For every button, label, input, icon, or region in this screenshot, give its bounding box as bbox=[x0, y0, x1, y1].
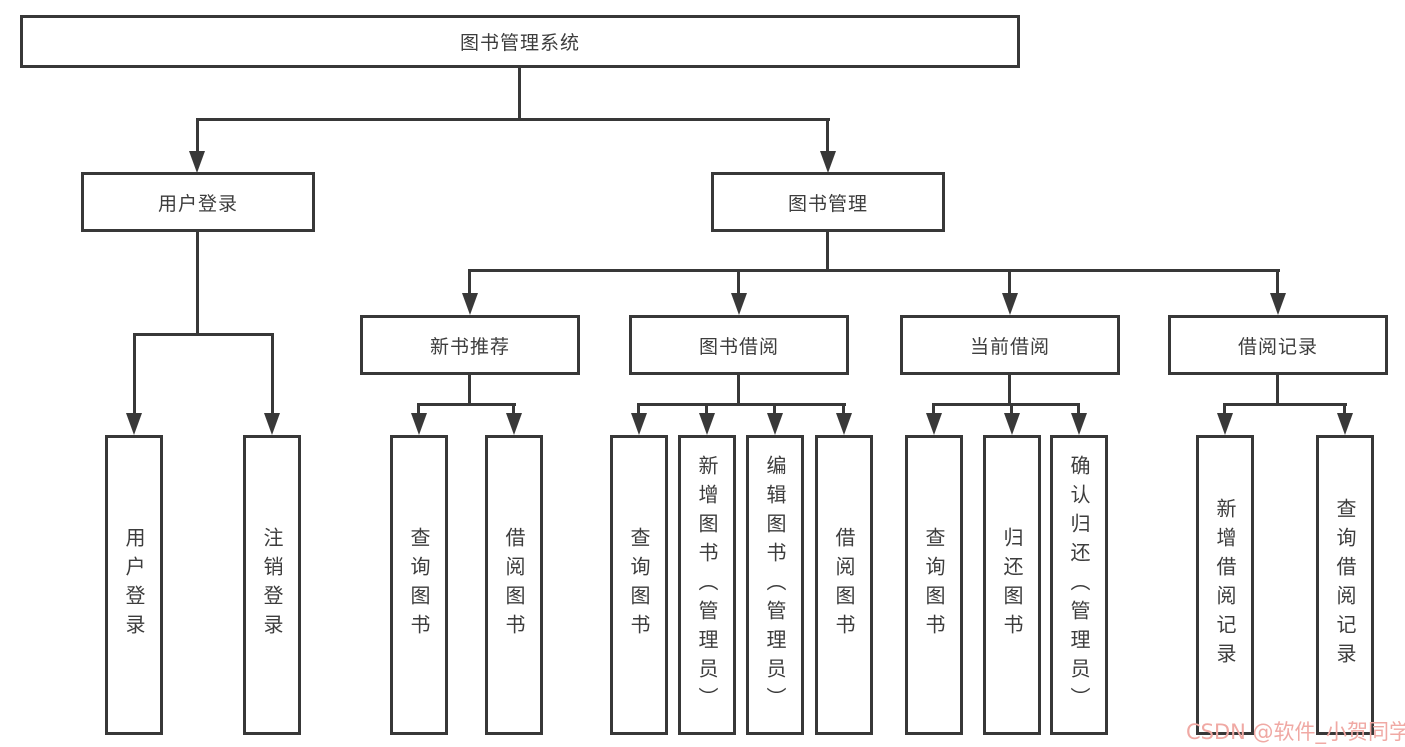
node-book-management: 图书管理 bbox=[711, 172, 945, 232]
leaf-bb-edit-books-admin: 编辑图书（管理员） bbox=[746, 435, 804, 735]
connector-line bbox=[468, 375, 471, 406]
connector-line bbox=[932, 403, 935, 417]
node-book-management-label: 图书管理 bbox=[787, 192, 868, 215]
arrow-down-icon bbox=[820, 151, 836, 173]
arrow-down-icon bbox=[926, 413, 942, 435]
node-borrow-records-label: 借阅记录 bbox=[1237, 335, 1318, 358]
arrow-down-icon bbox=[1337, 413, 1353, 435]
connector-line bbox=[842, 403, 845, 417]
connector-line bbox=[196, 232, 199, 336]
node-current-borrow-label: 当前借阅 bbox=[969, 335, 1050, 358]
node-user-login: 用户登录 bbox=[81, 172, 315, 232]
connector-line bbox=[1010, 403, 1013, 417]
leaf-br-query-record-label: 查询借阅记录 bbox=[1333, 498, 1357, 672]
leaf-bb-query-books-label: 查询图书 bbox=[627, 527, 651, 643]
connector-line bbox=[637, 403, 640, 417]
connector-line bbox=[196, 118, 199, 154]
leaf-bb-query-books: 查询图书 bbox=[610, 435, 668, 735]
leaf-br-add-record: 新增借阅记录 bbox=[1196, 435, 1254, 735]
arrow-down-icon bbox=[1071, 413, 1087, 435]
leaf-cb-confirm-return-admin-label: 确认归还（管理员） bbox=[1067, 454, 1091, 716]
arrow-down-icon bbox=[1217, 413, 1233, 435]
leaf-bb-add-books-admin-label: 新增图书（管理员） bbox=[695, 454, 719, 716]
connector-line bbox=[468, 269, 1280, 272]
node-new-book-recommend-label: 新书推荐 bbox=[429, 335, 510, 358]
connector-line bbox=[1223, 403, 1226, 417]
csdn-watermark: CSDN @软件_小贺同学 bbox=[1186, 720, 1405, 744]
connector-line bbox=[1077, 403, 1080, 417]
leaf-br-query-record: 查询借阅记录 bbox=[1316, 435, 1374, 735]
leaf-user-login: 用户登录 bbox=[105, 435, 163, 735]
leaf-nbr-borrow-books-label: 借阅图书 bbox=[502, 527, 526, 643]
arrow-down-icon bbox=[631, 413, 647, 435]
connector-line bbox=[1276, 375, 1279, 406]
arrow-down-icon bbox=[411, 413, 427, 435]
leaf-logout: 注销登录 bbox=[243, 435, 301, 735]
connector-line bbox=[1008, 375, 1011, 406]
connector-line bbox=[737, 375, 740, 406]
node-user-login-label: 用户登录 bbox=[157, 192, 238, 215]
leaf-bb-borrow-books: 借阅图书 bbox=[815, 435, 873, 735]
connector-line bbox=[468, 269, 471, 297]
connector-line bbox=[196, 118, 830, 121]
connector-line bbox=[417, 403, 516, 406]
connector-line bbox=[826, 118, 829, 154]
leaf-br-add-record-label: 新增借阅记录 bbox=[1213, 498, 1237, 672]
leaf-nbr-query-books-label: 查询图书 bbox=[407, 527, 431, 643]
connector-line bbox=[705, 403, 708, 417]
leaf-cb-return-books: 归还图书 bbox=[983, 435, 1041, 735]
node-current-borrow: 当前借阅 bbox=[900, 315, 1120, 375]
arrow-down-icon bbox=[1270, 293, 1286, 315]
connector-line bbox=[518, 68, 521, 121]
arrow-down-icon bbox=[836, 413, 852, 435]
arrow-down-icon bbox=[1002, 293, 1018, 315]
node-book-borrow-label: 图书借阅 bbox=[698, 335, 779, 358]
arrow-down-icon bbox=[506, 413, 522, 435]
connector-line bbox=[637, 403, 846, 406]
arrow-down-icon bbox=[462, 293, 478, 315]
connector-line bbox=[737, 269, 740, 297]
leaf-cb-query-books-label: 查询图书 bbox=[922, 527, 946, 643]
arrow-down-icon bbox=[126, 413, 142, 435]
node-root-label: 图书管理系统 bbox=[459, 32, 580, 54]
connector-line bbox=[512, 403, 515, 417]
arrow-down-icon bbox=[1004, 413, 1020, 435]
leaf-bb-add-books-admin: 新增图书（管理员） bbox=[678, 435, 736, 735]
connector-line bbox=[1276, 269, 1279, 297]
connector-line bbox=[826, 232, 829, 272]
node-borrow-records: 借阅记录 bbox=[1168, 315, 1388, 375]
leaf-cb-confirm-return-admin: 确认归还（管理员） bbox=[1050, 435, 1108, 735]
leaf-user-login-label: 用户登录 bbox=[122, 527, 146, 643]
leaf-cb-return-books-label: 归还图书 bbox=[1000, 527, 1024, 643]
connector-line bbox=[133, 333, 274, 336]
arrow-down-icon bbox=[699, 413, 715, 435]
leaf-nbr-query-books: 查询图书 bbox=[390, 435, 448, 735]
connector-line bbox=[271, 333, 274, 415]
leaf-nbr-borrow-books: 借阅图书 bbox=[485, 435, 543, 735]
connector-line bbox=[1008, 269, 1011, 297]
arrow-down-icon bbox=[264, 413, 280, 435]
connector-line bbox=[773, 403, 776, 417]
connector-line bbox=[1223, 403, 1347, 406]
arrow-down-icon bbox=[731, 293, 747, 315]
arrow-down-icon bbox=[189, 151, 205, 173]
leaf-cb-query-books: 查询图书 bbox=[905, 435, 963, 735]
node-root-system: 图书管理系统 bbox=[20, 15, 1020, 68]
leaf-bb-edit-books-admin-label: 编辑图书（管理员） bbox=[763, 454, 787, 716]
connector-line bbox=[417, 403, 420, 417]
connector-line bbox=[133, 333, 136, 415]
arrow-down-icon bbox=[767, 413, 783, 435]
connector-line bbox=[1343, 403, 1346, 417]
node-new-book-recommend: 新书推荐 bbox=[360, 315, 580, 375]
node-book-borrow: 图书借阅 bbox=[629, 315, 849, 375]
leaf-logout-label: 注销登录 bbox=[260, 527, 284, 643]
leaf-bb-borrow-books-label: 借阅图书 bbox=[832, 527, 856, 643]
connector-line bbox=[932, 403, 1080, 406]
